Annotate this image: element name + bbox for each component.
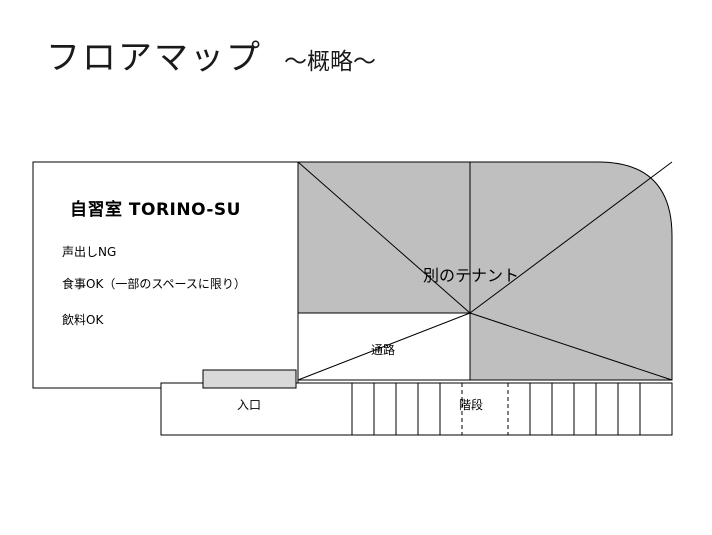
title-sub-text: ～概略～ <box>284 49 376 75</box>
study-room-note-3: 飲料OK <box>62 313 104 327</box>
entrance-door-shape <box>202 369 297 389</box>
corridor-label: 通路 <box>371 343 396 357</box>
title-main-text: フロアマップ <box>46 38 262 78</box>
study-room-name: 自習室 TORINO-SU <box>70 200 241 220</box>
tenant-diagonal-2 <box>297 312 471 381</box>
stairs-label: 階段 <box>459 398 484 412</box>
entrance-label: 入口 <box>237 398 262 412</box>
study-room-note-2: 食事OK（一部のスペースに限り） <box>62 277 246 291</box>
tenant-area-label: 別のテナント <box>423 266 520 285</box>
study-room-note-1: 声出しNG <box>62 245 117 259</box>
lower-corridor-band <box>160 382 673 436</box>
tenant-diagonal-1 <box>297 161 471 314</box>
tenant-area-shape <box>297 161 673 381</box>
tenant-diagonal-4 <box>469 312 673 381</box>
slide-title: フロアマップ ～概略～ <box>46 30 376 79</box>
tenant-diagonal-3 <box>469 161 673 314</box>
